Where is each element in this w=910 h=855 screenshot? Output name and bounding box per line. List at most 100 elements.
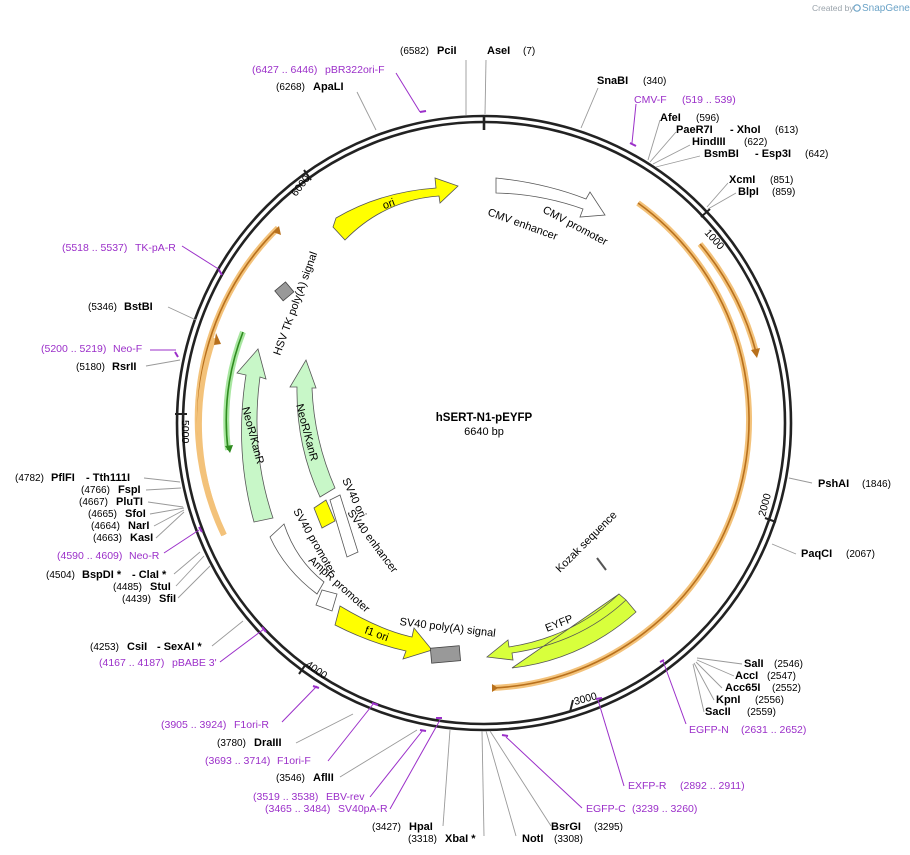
enzyme-apali: ApaLI xyxy=(313,81,344,93)
enzyme-noti: NotI xyxy=(522,833,543,845)
sv40-polya-feature xyxy=(429,645,461,664)
enzyme-acc65i: Acc65I xyxy=(725,682,760,694)
enzyme-pos-csii: (4253) xyxy=(90,642,119,653)
enzyme-afei: AfeI xyxy=(660,112,681,124)
primer-range-f1ori-r: (3905 .. 3924) xyxy=(161,719,226,731)
primer-range-cmv-f: (519 .. 539) xyxy=(682,94,736,106)
enzyme-bsmbi: BsmBI xyxy=(704,148,739,160)
sv40-promoter-feature xyxy=(269,523,325,595)
enzyme-hpai: HpaI xyxy=(409,821,433,833)
sv40-enhancer-feature xyxy=(329,494,359,558)
enzyme-blpi: BlpI xyxy=(738,186,759,198)
primer-f1ori-r: F1ori-R xyxy=(234,719,269,731)
primer-ebv-rev: EBV-rev xyxy=(326,791,365,803)
primer-range-neo-f: (5200 .. 5219) xyxy=(41,343,106,355)
primer-neo-r: Neo-R xyxy=(129,550,160,562)
enzyme-fspi: FspI xyxy=(118,484,141,496)
enzyme-esp3i: - Esp3I xyxy=(755,148,791,160)
enzyme-pos-bsrgi: (3295) xyxy=(594,822,623,833)
enzyme-pos-stui: (4485) xyxy=(113,582,142,593)
enzyme-sali: SalI xyxy=(744,658,764,670)
enzyme-pos-bspdi: (4504) xyxy=(46,570,75,581)
enzyme-pos-kasi: (4663) xyxy=(93,533,122,544)
enzyme-pos-sfoi: (4665) xyxy=(88,509,117,520)
snapgene-brand: SnapGene xyxy=(862,3,910,14)
enzyme-pos-xbai: (3318) xyxy=(408,834,437,845)
primer-leader-lines xyxy=(150,72,687,810)
enzyme-pos-sacii: (2559) xyxy=(747,707,776,718)
enzyme-pluti: PluTI xyxy=(116,496,143,508)
enzyme-hindiii: HindIII xyxy=(692,136,726,148)
enzyme-pos-blpi: (859) xyxy=(772,187,795,198)
enzyme-kpni: KpnI xyxy=(716,694,740,706)
hsv-tk-polya-feature xyxy=(274,281,295,302)
tick-label-2000: 2000 xyxy=(756,492,774,518)
enzyme-pos-pluti: (4667) xyxy=(79,497,108,508)
enzyme-xbai: XbaI * xyxy=(445,833,476,845)
enzyme-pos-kpni: (2556) xyxy=(755,695,784,706)
primer-range-tk-pa-r: (5518 .. 5537) xyxy=(62,242,127,254)
neor-inner-feature xyxy=(289,359,336,498)
enzyme-leader-lines xyxy=(143,59,813,837)
enzyme-pshai: PshAI xyxy=(818,478,849,490)
enzyme-tth111i: - Tth111I xyxy=(86,472,130,484)
kozak-feature xyxy=(596,557,607,571)
tick-label-5000: 5000 xyxy=(179,420,191,444)
enzyme-labels: (6582) PciI AseI (7) SnaBI (340) (6268) … xyxy=(15,45,891,845)
enzyme-bsrgi: BsrGI xyxy=(551,821,581,833)
tick-label-3000: 3000 xyxy=(573,690,599,708)
primer-egfp-c: EGFP-C xyxy=(586,803,626,815)
enzyme-pos-acc65i: (2552) xyxy=(772,683,801,694)
ori-label: ori xyxy=(381,197,397,212)
enzyme-pflfi: PflFI xyxy=(51,472,75,484)
f1-ori-feature xyxy=(334,605,433,660)
enzyme-nari: NarI xyxy=(128,520,149,532)
enzyme-pos-bstbi: (5346) xyxy=(88,302,117,313)
neor-outer-feature xyxy=(236,348,274,523)
snapgene-logo-icon xyxy=(853,4,861,12)
primer-tk-pa-r: TK-pA-R xyxy=(135,242,176,254)
primer-range-neo-r: (4590 .. 4609) xyxy=(57,550,122,562)
enzyme-pos-hpai: (3427) xyxy=(372,822,401,833)
primer-pbr322ori-f: pBR322ori-F xyxy=(325,64,385,76)
created-by-text: Created by xyxy=(812,3,854,13)
enzyme-pos-pshai: (1846) xyxy=(862,479,891,490)
enzyme-pos-noti: (3308) xyxy=(554,834,583,845)
primer-range-pbabe3: (4167 .. 4187) xyxy=(99,657,164,669)
enzyme-pos-nari: (4664) xyxy=(91,521,120,532)
primer-neo-f: Neo-F xyxy=(113,343,142,355)
enzyme-bstbi: BstBI xyxy=(124,301,153,313)
orf-short-arc xyxy=(697,242,760,358)
enzyme-xhoi: - XhoI xyxy=(730,124,761,136)
enzyme-kasi: KasI xyxy=(130,532,153,544)
sv40-ori-feature xyxy=(313,499,336,529)
enzyme-snabi: SnaBI xyxy=(597,75,628,87)
primer-f1ori-f: F1ori-F xyxy=(277,755,311,767)
primer-range-egfp-c: (3239 .. 3260) xyxy=(632,803,697,815)
primer-egfp-n: EGFP-N xyxy=(689,724,729,736)
enzyme-clai: - ClaI * xyxy=(132,569,167,581)
enzyme-xcmi: XcmI xyxy=(729,174,755,186)
enzyme-pos-rsrii: (5180) xyxy=(76,362,105,373)
enzyme-pos-xcmi: (851) xyxy=(770,175,793,186)
enzyme-pos-draiii: (3780) xyxy=(217,738,246,749)
primer-range-f1ori-f: (3693 .. 3714) xyxy=(205,755,270,767)
orf-left-inner-arc xyxy=(196,333,227,537)
enzyme-sexai: - SexAI * xyxy=(157,641,202,653)
enzyme-pos-hindiii: (622) xyxy=(744,137,767,148)
plasmid-name: hSERT-N1-pEYFP xyxy=(436,412,533,424)
enzyme-pos-bsmbi: (642) xyxy=(805,149,828,160)
primer-pbabe3: pBABE 3' xyxy=(172,657,217,669)
orf-neo-arc xyxy=(223,330,246,453)
enzyme-pos-paqci: (2067) xyxy=(846,549,875,560)
enzyme-aflii: AflII xyxy=(313,772,334,784)
enzyme-pos-pcii: (6582) xyxy=(400,46,429,57)
enzyme-pos-fspi: (4766) xyxy=(81,485,110,496)
enzyme-paqci: PaqCI xyxy=(801,548,832,560)
enzyme-sacii: SacII xyxy=(705,706,731,718)
enzyme-rsrii: RsrII xyxy=(112,361,136,373)
primer-cmv-f: CMV-F xyxy=(634,94,667,106)
enzyme-sfoi: SfoI xyxy=(125,508,146,520)
enzyme-pos-pflfi: (4782) xyxy=(15,473,44,484)
